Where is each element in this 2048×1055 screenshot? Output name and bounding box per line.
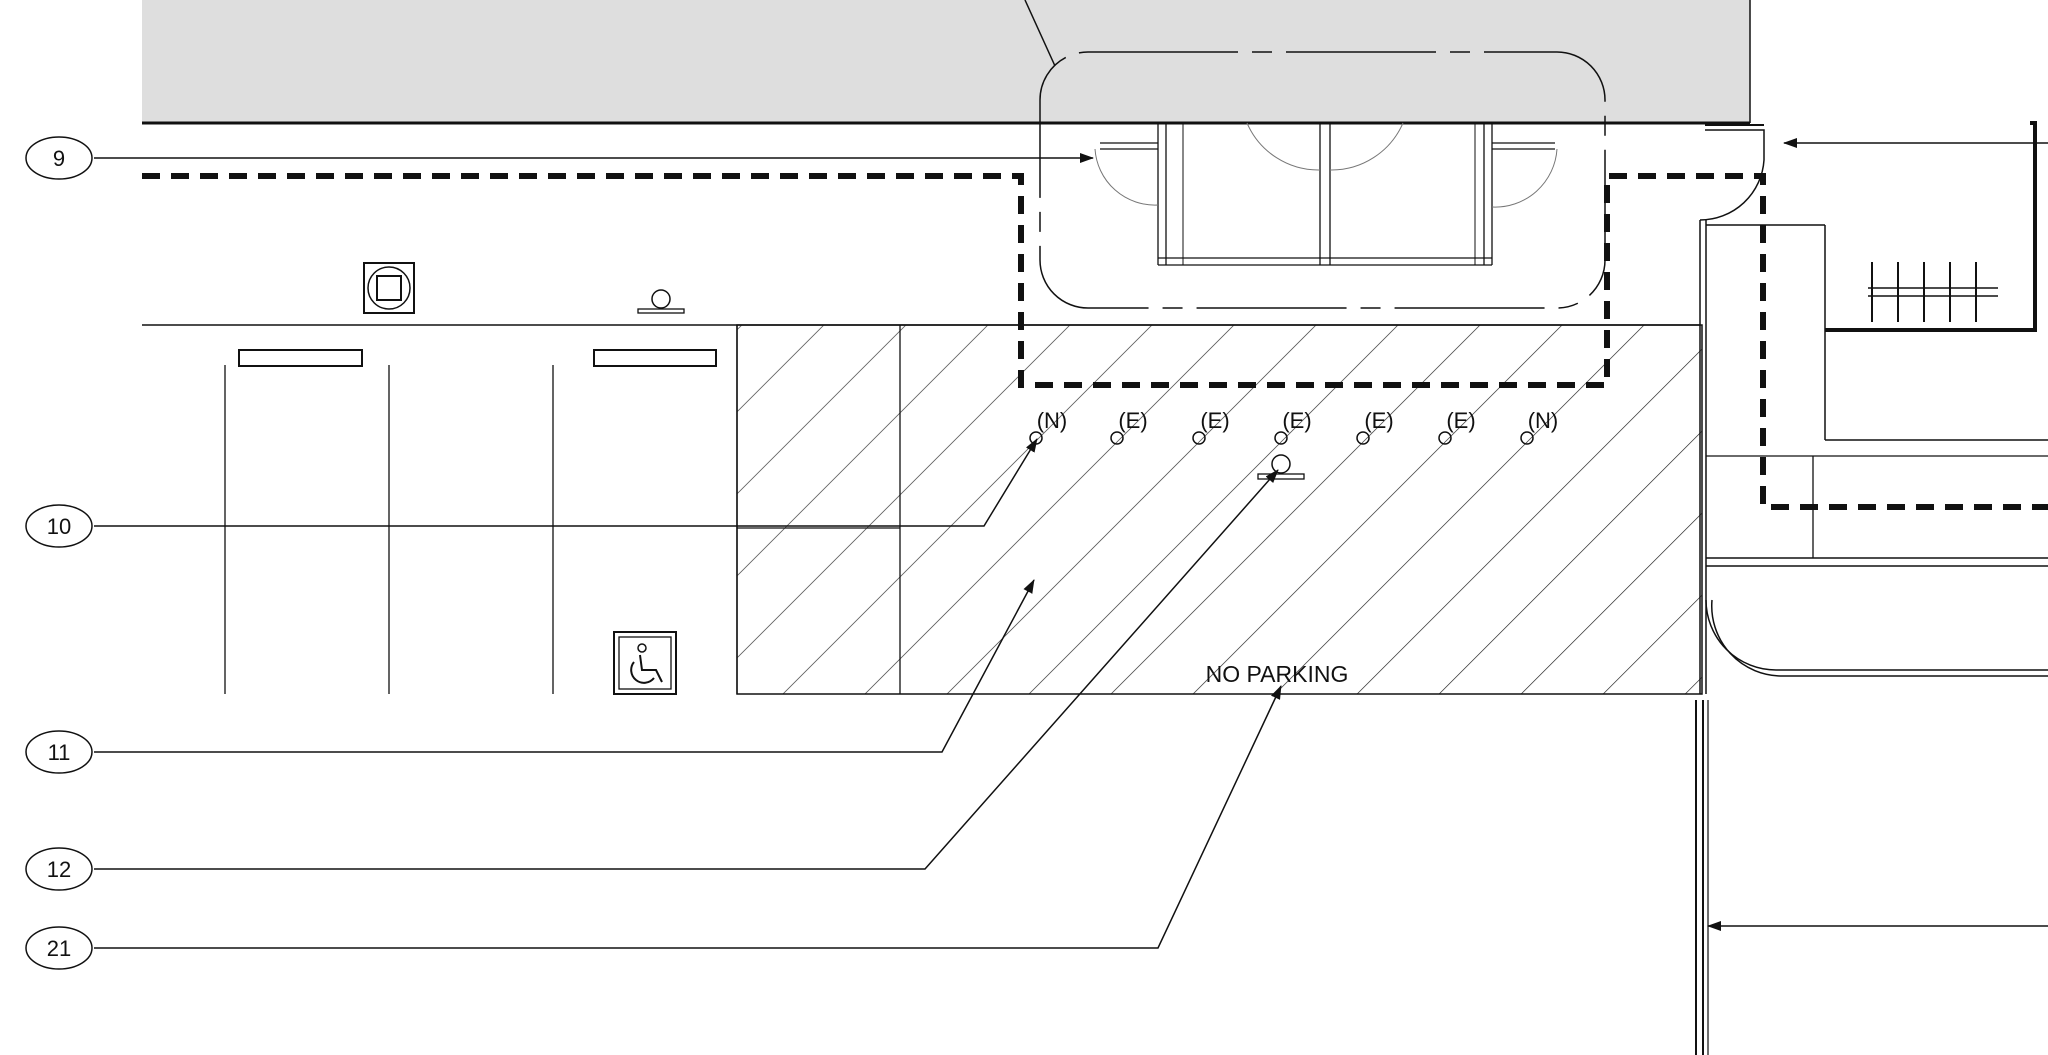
leader-12 bbox=[94, 469, 1279, 870]
leader-top bbox=[1024, 0, 1056, 67]
bollard-row: (N) (E) (E) (E) (E) (E) (N) bbox=[1029, 408, 1559, 445]
keynote-12: 12 bbox=[25, 847, 93, 891]
light-pole-icon bbox=[1257, 454, 1305, 480]
accessible-route-left bbox=[142, 173, 2048, 510]
bollard-icon bbox=[1274, 431, 1288, 445]
leader-11 bbox=[94, 579, 1035, 753]
bollard-icon bbox=[1110, 431, 1124, 445]
wheelchair-icon bbox=[613, 631, 677, 695]
bollard-label: (E) bbox=[1200, 408, 1229, 433]
keynote-label: 9 bbox=[53, 146, 65, 171]
light-pole-icon bbox=[637, 289, 685, 314]
leader-10 bbox=[94, 438, 1038, 527]
bollard-label: (N) bbox=[1037, 408, 1068, 433]
entry-vestibule bbox=[1039, 51, 1606, 309]
keynote-9: 9 bbox=[25, 136, 93, 180]
keynote-label: 10 bbox=[47, 514, 71, 539]
bollard-icon bbox=[1192, 431, 1206, 445]
wheel-stop-2 bbox=[593, 349, 717, 367]
bollard-label: (E) bbox=[1118, 408, 1147, 433]
no-parking-text: NO PARKING bbox=[1206, 661, 1349, 687]
no-parking-hatch bbox=[737, 325, 1702, 694]
keynote-10: 10 bbox=[25, 504, 93, 548]
bollard-label: (E) bbox=[1364, 408, 1393, 433]
existing-building bbox=[142, 0, 1750, 123]
keynote-label: 21 bbox=[47, 936, 71, 961]
bollard-icon bbox=[1520, 431, 1534, 445]
keynote-label: 11 bbox=[48, 740, 71, 765]
bollard-label: (E) bbox=[1282, 408, 1311, 433]
no-parking-zone bbox=[736, 324, 1703, 695]
bike-rack-icon bbox=[1868, 262, 1998, 322]
keynote-label: 12 bbox=[47, 857, 71, 882]
bollard-label: (N) bbox=[1528, 408, 1559, 433]
keynote-11: 11 bbox=[25, 730, 93, 774]
keynote-21: 21 bbox=[25, 926, 93, 970]
square-column-icon bbox=[363, 262, 415, 314]
right-curb-area bbox=[1695, 121, 2048, 1055]
bollard-label: (E) bbox=[1446, 408, 1475, 433]
bollard-icon bbox=[1356, 431, 1370, 445]
wheel-stop-1 bbox=[238, 349, 363, 367]
bollard-icon bbox=[1438, 431, 1452, 445]
leader-21 bbox=[94, 685, 1282, 949]
